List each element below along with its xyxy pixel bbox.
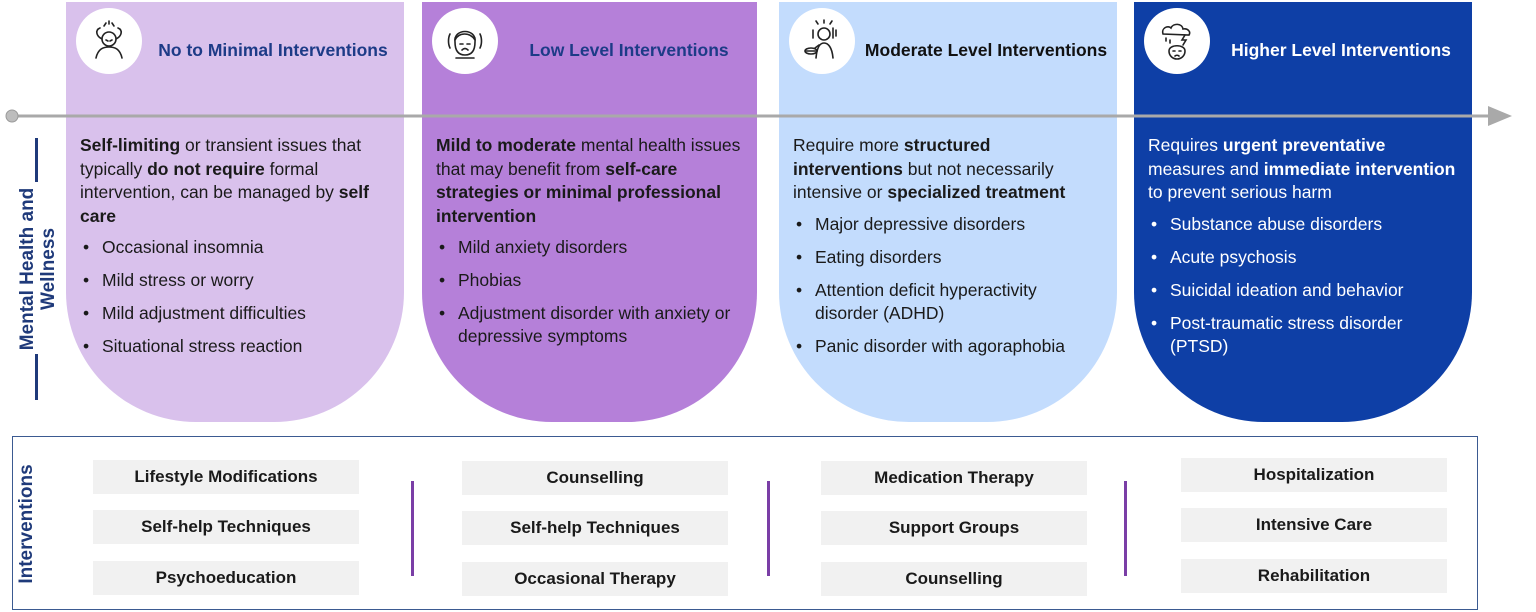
- intervention-item: Intensive Care: [1181, 508, 1447, 542]
- column-body: Self-limiting or transient issues that t…: [80, 134, 390, 368]
- intervention-item: Medication Therapy: [821, 461, 1087, 495]
- intro-text: or transient issues that typically: [80, 135, 362, 179]
- condition-item: Phobias: [436, 269, 743, 292]
- intervention-separator: [411, 481, 414, 576]
- condition-item: Mild adjustment difficulties: [80, 302, 390, 325]
- intro-emphasis: immediate intervention: [1263, 158, 1456, 179]
- intro-text: Requires: [1148, 135, 1223, 155]
- column-condition-list: Major depressive disordersEating disorde…: [793, 213, 1103, 358]
- column-intro: Self-limiting or transient issues that t…: [80, 134, 390, 228]
- column-title: Moderate Level Interventions: [864, 40, 1108, 60]
- column-moderate: Moderate Level Interventions Require mor…: [779, 2, 1117, 422]
- intro-emphasis: specialized treatment: [887, 182, 1066, 202]
- intervention-item: Lifestyle Modifications: [93, 460, 359, 494]
- intervention-item: Counselling: [462, 461, 728, 495]
- intro-emphasis: urgent preventative: [1222, 135, 1386, 155]
- side-label-mental-health: Mental Health and Wellness: [17, 187, 59, 351]
- column-title: No to Minimal Interventions: [158, 40, 388, 60]
- intervention-separator: [767, 481, 770, 576]
- intro-text: but not necessarily intensive or: [793, 158, 1054, 203]
- column-condition-list: Mild anxiety disordersPhobiasAdjustment …: [436, 236, 743, 348]
- intervention-item: Support Groups: [821, 511, 1087, 545]
- column-higher: Higher Level Interventions Requires urge…: [1134, 2, 1472, 422]
- intro-text: measures and: [1148, 158, 1264, 179]
- intro-emphasis: Self-limiting: [80, 135, 181, 155]
- column-body: Require more structured interventions bu…: [793, 134, 1103, 368]
- condition-item: Substance abuse disorders: [1148, 213, 1458, 236]
- condition-item: Mild stress or worry: [80, 269, 390, 292]
- column-intro: Requires urgent preventative measures an…: [1148, 134, 1458, 205]
- column-condition-list: Occasional insomniaMild stress or worryM…: [80, 236, 390, 358]
- condition-item: Adjustment disorder with anxiety or depr…: [436, 302, 743, 348]
- side-label-bar-bottom: [35, 354, 38, 400]
- column-intro: Mild to moderate mental health issues th…: [436, 134, 743, 228]
- intervention-item: Counselling: [821, 562, 1087, 596]
- column-low: Low Level Interventions Mild to moderate…: [422, 2, 757, 422]
- intervention-item: Hospitalization: [1181, 458, 1447, 492]
- column-condition-list: Substance abuse disordersAcute psychosis…: [1148, 213, 1458, 358]
- intro-text: mental health issues that may benefit fr…: [436, 135, 741, 179]
- condition-item: Occasional insomnia: [80, 236, 390, 259]
- intervention-item: Rehabilitation: [1181, 559, 1447, 593]
- column-body: Mild to moderate mental health issues th…: [436, 134, 743, 358]
- intro-emphasis: self care: [80, 182, 369, 226]
- intro-emphasis: self-care strategies or minimal professi…: [436, 158, 721, 226]
- intervention-item: Psychoeducation: [93, 561, 359, 595]
- condition-item: Suicidal ideation and behavior: [1148, 279, 1458, 302]
- condition-item: Major depressive disorders: [793, 213, 1103, 236]
- intro-emphasis: do not require: [147, 158, 265, 179]
- intro-text: to prevent serious harm: [1148, 182, 1332, 202]
- intervention-item: Occasional Therapy: [462, 562, 728, 596]
- column-minimal: No to Minimal Interventions Self-limitin…: [66, 2, 404, 422]
- condition-item: Attention deficit hyperactivity disorder…: [793, 279, 1103, 325]
- column-intro: Require more structured interventions bu…: [793, 134, 1103, 205]
- condition-item: Mild anxiety disorders: [436, 236, 743, 259]
- side-label-bar-top: [35, 138, 38, 182]
- stressed-person-icon: [76, 8, 142, 74]
- intervention-item: Self-help Techniques: [462, 511, 728, 545]
- storm-cloud-person-icon: [1144, 8, 1210, 74]
- intervention-separator: [1124, 481, 1127, 576]
- condition-item: Post-traumatic stress disorder (PTSD): [1148, 312, 1458, 358]
- eating-disorder-person-icon: [789, 8, 855, 74]
- intro-text: formal intervention, can be managed by: [80, 158, 339, 203]
- anxious-woman-icon: [432, 8, 498, 74]
- intro-emphasis: structured interventions: [793, 135, 991, 179]
- intro-emphasis: Mild to moderate: [436, 135, 577, 155]
- condition-item: Eating disorders: [793, 246, 1103, 269]
- condition-item: Acute psychosis: [1148, 246, 1458, 269]
- column-title: Higher Level Interventions: [1231, 40, 1451, 60]
- intro-text: Require more: [793, 135, 904, 155]
- interventions-label: Interventions: [16, 464, 37, 584]
- condition-item: Panic disorder with agoraphobia: [793, 335, 1103, 358]
- condition-item: Situational stress reaction: [80, 335, 390, 358]
- intervention-item: Self-help Techniques: [93, 510, 359, 544]
- side-label-group: Mental Health and Wellness: [10, 138, 66, 400]
- column-body: Requires urgent preventative measures an…: [1148, 134, 1458, 368]
- column-title: Low Level Interventions: [529, 40, 729, 60]
